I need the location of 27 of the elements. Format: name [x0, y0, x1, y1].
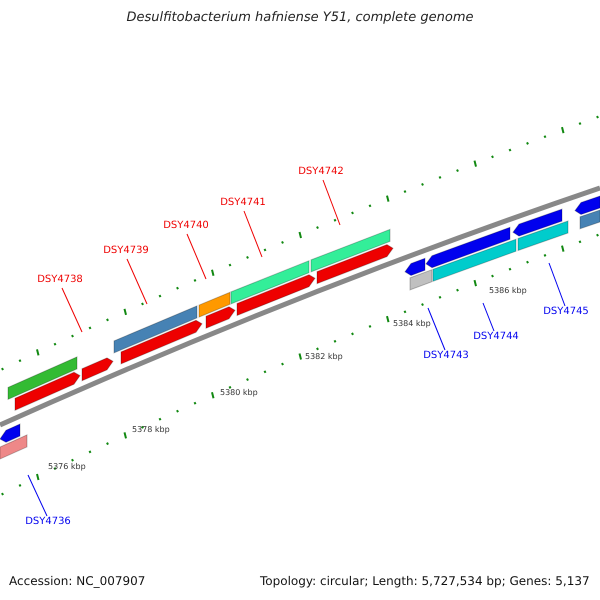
leader-line	[62, 288, 82, 332]
footer-text: Accession: NC_007907	[9, 575, 146, 587]
scale-label: 5384 kbp	[393, 320, 431, 328]
scale-label: 5380 kbp	[220, 389, 258, 397]
gene-label: DSY4738	[30, 275, 90, 285]
gene-label: DSY4744	[466, 332, 526, 342]
gene-label: DSY4739	[96, 246, 156, 256]
scale-label: 5376 kbp	[48, 463, 86, 471]
leader-line	[428, 308, 446, 350]
scale-label: 5378 kbp	[132, 426, 170, 434]
gene-label: DSY4741	[213, 198, 273, 208]
gene-label: DSY4742	[291, 167, 351, 177]
leader-line	[482, 302, 494, 332]
scale-label: 5382 kbp	[305, 353, 343, 361]
gene-label: DSY4740	[156, 221, 216, 231]
leader-line	[322, 180, 340, 226]
footer-text: Topology: circular; Length: 5,727,534 bp; Genes: 5,137	[260, 575, 590, 587]
scale-label: 5386 kbp	[489, 287, 527, 295]
leader-line	[186, 234, 206, 280]
gene-label: DSY4743	[416, 351, 476, 361]
title: Desulfitobacterium hafniense Y51, complete genome	[125, 11, 474, 24]
leader-line	[548, 262, 566, 306]
gene-label: DSY4745	[536, 307, 596, 317]
leader-line	[28, 474, 48, 516]
leader-line	[244, 210, 262, 258]
leader-line	[126, 258, 148, 304]
gene-label: DSY4736	[18, 517, 78, 527]
